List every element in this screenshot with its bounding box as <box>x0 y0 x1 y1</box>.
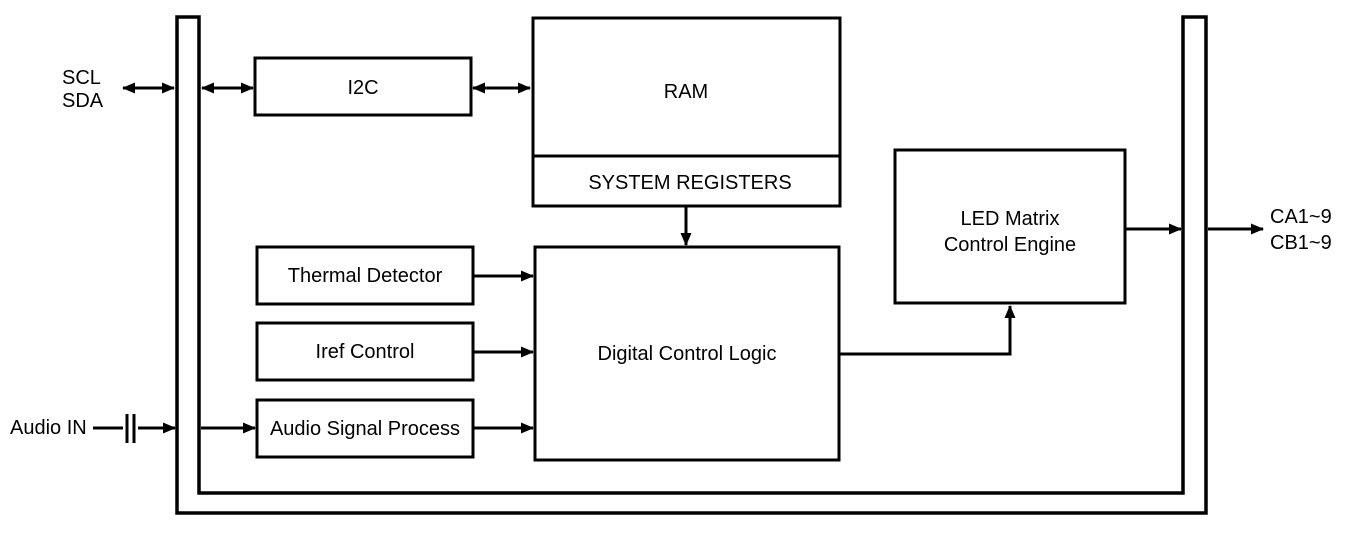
cb-pin-label: CB1~9 <box>1270 232 1332 254</box>
thermal-detector-block <box>255 245 475 306</box>
i2c-block <box>253 56 473 117</box>
digital-control-logic-label: Digital Control Logic <box>598 343 777 365</box>
digital-control-logic-block <box>533 245 841 462</box>
scl-pin-label: SCL <box>62 67 101 89</box>
audio-in-pin-label: Audio IN <box>10 417 87 439</box>
led-matrix-control-engine-block <box>893 148 1127 305</box>
iref-control-block <box>255 321 475 382</box>
led-matrix-control-engine-label-line2: Control Engine <box>944 234 1076 256</box>
ram-block <box>531 16 842 208</box>
coupling-capacitor-icon <box>125 414 136 443</box>
ram-label: RAM <box>664 81 708 103</box>
audio-signal-process-label: Audio Signal Process <box>270 418 460 440</box>
sda-pin-label: SDA <box>62 90 104 112</box>
i2c-label: I2C <box>347 77 378 99</box>
iref-control-label: Iref Control <box>316 341 415 363</box>
logic-to-led-engine-arrow <box>839 305 1016 356</box>
thermal-detector-label: Thermal Detector <box>288 265 443 287</box>
led-matrix-control-engine-label-line1: LED Matrix <box>961 208 1060 230</box>
system-registers-label: SYSTEM REGISTERS <box>588 172 791 194</box>
ca-pin-label: CA1~9 <box>1270 206 1332 228</box>
audio-signal-process-block <box>255 398 475 459</box>
chip-boundary-bus-bars <box>175 15 1208 515</box>
